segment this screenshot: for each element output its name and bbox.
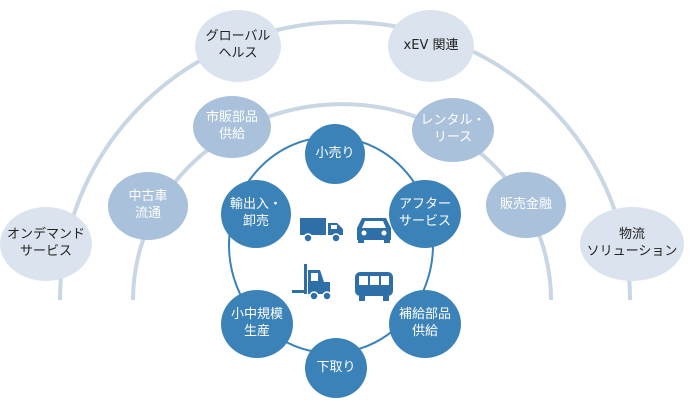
car-icon [357, 218, 391, 243]
node-repair-parts: 補給部品 供給 [389, 290, 461, 358]
node-small-mid-production: 小中規模 生産 [221, 290, 293, 358]
node-retail: 小売り [305, 124, 365, 184]
bus-icon [355, 272, 393, 301]
node-trade-in: 下取り [305, 338, 367, 398]
node-rental-lease: レンタル・ リース [412, 98, 494, 162]
node-global-health: グローバル ヘルス [195, 10, 281, 82]
node-used-car: 中古車 流通 [108, 172, 188, 240]
node-sales-finance: 販売金融 [486, 172, 566, 238]
node-logistics: 物流 ソリューション [580, 207, 684, 281]
node-on-demand: オンデマンド サービス [0, 207, 92, 281]
node-after-service: アフター サービス [389, 180, 461, 248]
node-import-export: 輸出入・ 卸売 [221, 180, 291, 248]
forklift-icon [292, 264, 332, 301]
node-market-parts: 市販部品 供給 [193, 96, 271, 158]
truck-icon [300, 218, 343, 243]
outer-arc [58, 20, 632, 301]
node-xev: xEV 関連 [388, 10, 474, 82]
